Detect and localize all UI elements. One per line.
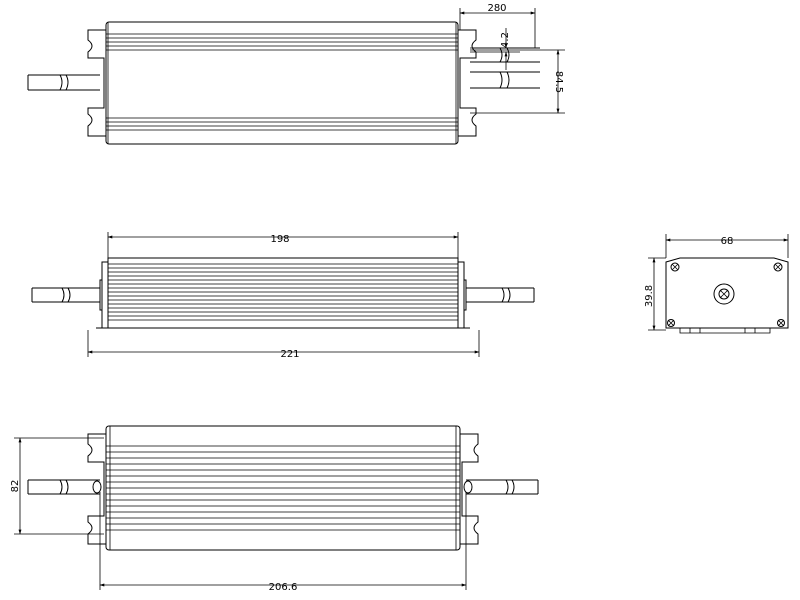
dimension-68: 68 bbox=[665, 234, 789, 258]
side-view-fins bbox=[108, 263, 458, 321]
dimension-label-68: 68 bbox=[721, 236, 734, 247]
side-view: 198 221 bbox=[31, 232, 535, 360]
dimension-label-221: 221 bbox=[280, 349, 299, 360]
end-view-cable-gland bbox=[713, 283, 735, 305]
top-view-left-cable bbox=[27, 74, 100, 91]
side-view-housing bbox=[107, 257, 459, 329]
dimension-206-6: 206.6 bbox=[99, 492, 467, 593]
end-view-base-slots bbox=[679, 328, 771, 334]
top-view-fins-lower bbox=[106, 117, 458, 131]
dimension-label-280: 280 bbox=[487, 3, 506, 14]
dimension-label-206-6: 206.6 bbox=[269, 582, 298, 593]
dimension-198: 198 bbox=[107, 232, 459, 258]
top-view-right-ears bbox=[456, 29, 477, 137]
top-view-left-ears bbox=[87, 29, 108, 137]
top-view-right-cable bbox=[470, 47, 540, 89]
dimension-84-5: 84.5 bbox=[470, 49, 565, 114]
bottom-view-left-cable bbox=[27, 479, 100, 495]
side-view-right-cable bbox=[462, 287, 535, 303]
bottom-view-left-ears bbox=[87, 433, 108, 545]
dimension-label-39-8: 39.8 bbox=[644, 285, 655, 307]
dimension-82: 82 bbox=[10, 437, 104, 535]
dimension-4-2: 4.2 bbox=[470, 28, 520, 70]
end-view-screw-bottom-right bbox=[777, 319, 785, 327]
side-view-left-flange bbox=[101, 261, 109, 329]
dimension-label-82: 82 bbox=[10, 480, 21, 493]
dimension-label-4-2: 4.2 bbox=[500, 32, 511, 48]
bottom-view-fins bbox=[106, 445, 460, 531]
dimension-280: 280 bbox=[459, 3, 536, 48]
top-view-housing bbox=[105, 21, 459, 145]
bottom-view-right-cable bbox=[466, 479, 539, 495]
end-view-screw-top-right bbox=[773, 262, 783, 272]
dimension-label-198: 198 bbox=[270, 234, 289, 245]
bottom-view: 82 206.6 bbox=[10, 425, 539, 593]
dimension-label-84-5: 84.5 bbox=[553, 71, 564, 93]
end-view-housing bbox=[665, 257, 789, 329]
end-view: 68 39.8 bbox=[644, 234, 789, 334]
end-view-screw-bottom-left bbox=[667, 319, 675, 327]
bottom-view-right-ears bbox=[458, 433, 479, 545]
top-view-fins-upper bbox=[106, 33, 458, 51]
dimension-39-8: 39.8 bbox=[644, 257, 666, 331]
dimension-221: 221 bbox=[87, 330, 480, 360]
end-view-screw-top-left bbox=[670, 262, 680, 272]
side-view-left-cable bbox=[31, 287, 102, 303]
top-view: 280 4.2 84.5 bbox=[27, 3, 565, 145]
side-view-right-flange bbox=[457, 261, 465, 329]
